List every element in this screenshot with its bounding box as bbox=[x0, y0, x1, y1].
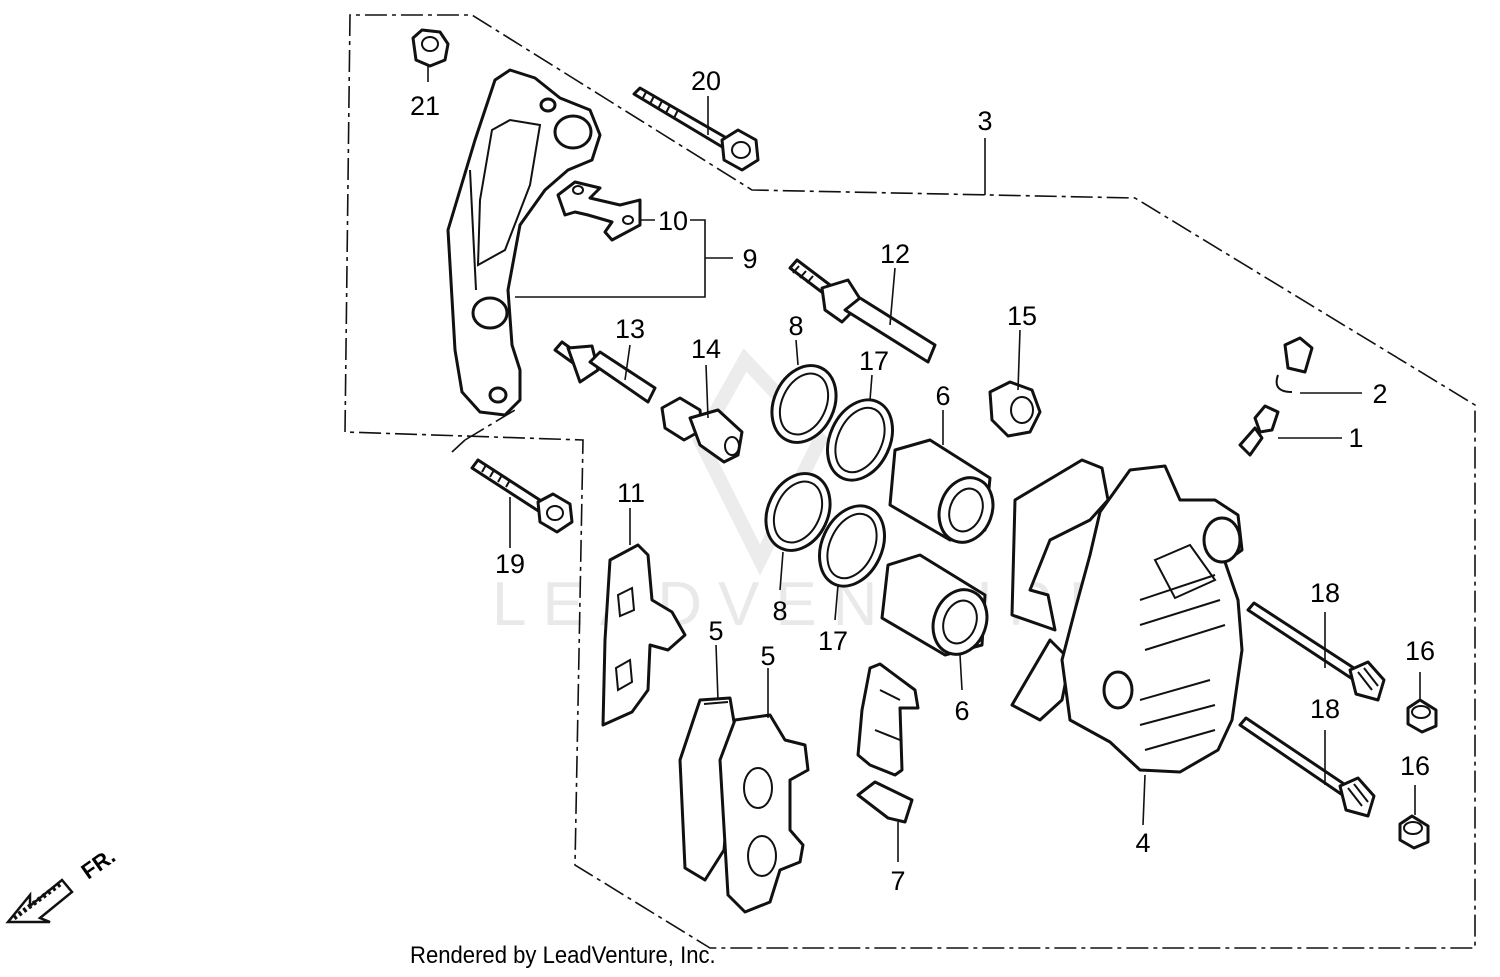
callout-16-upper: 16 bbox=[1405, 636, 1435, 666]
part-1-bleeder bbox=[1238, 404, 1342, 457]
part-19-bolt bbox=[470, 458, 574, 548]
part-2-cap bbox=[1275, 336, 1362, 394]
callout-10: 10 bbox=[658, 206, 688, 236]
callout-12: 12 bbox=[880, 239, 910, 269]
callout-15: 15 bbox=[1007, 301, 1037, 331]
callout-18-upper: 18 bbox=[1310, 578, 1340, 608]
callout-4: 4 bbox=[1135, 828, 1150, 858]
part-6-piston-upper bbox=[888, 410, 995, 544]
front-marker-text: FR. bbox=[77, 843, 120, 884]
part-16-plug-lower bbox=[1398, 785, 1430, 850]
callout-3: 3 bbox=[977, 106, 992, 136]
part-18-pin-upper bbox=[1246, 601, 1386, 702]
callout-17-upper: 17 bbox=[859, 346, 889, 376]
part-16-plug-upper bbox=[1406, 672, 1438, 734]
part-5-pad-front bbox=[718, 668, 810, 914]
callout-11: 11 bbox=[617, 478, 645, 508]
callout-14: 14 bbox=[691, 334, 721, 364]
part-8-seal-lower bbox=[764, 472, 832, 591]
part-15-cap bbox=[988, 329, 1042, 438]
callout-5-front: 5 bbox=[760, 641, 775, 671]
callout-6-lower: 6 bbox=[954, 696, 969, 726]
part-8-seal-upper bbox=[770, 339, 838, 444]
part-14-bolt bbox=[660, 364, 744, 464]
callout-18-lower: 18 bbox=[1310, 694, 1340, 724]
leader-lines bbox=[515, 138, 986, 298]
part-21-nut bbox=[411, 28, 450, 82]
part-9-caliper-bracket bbox=[446, 68, 602, 417]
callout-19: 19 bbox=[495, 549, 525, 579]
callout-13: 13 bbox=[615, 314, 645, 344]
part-10-pad-spring bbox=[556, 180, 642, 242]
callout-21: 21 bbox=[410, 91, 440, 121]
front-direction-arrow: FR. bbox=[5, 843, 120, 924]
part-20-bolt bbox=[632, 86, 760, 172]
callout-9: 9 bbox=[742, 244, 757, 274]
part-6-piston-lower bbox=[880, 553, 989, 691]
part-7-pad-spring bbox=[856, 662, 920, 862]
callout-labels: 1 2 3 4 5 5 6 6 7 8 8 9 10 11 12 13 14 1… bbox=[410, 66, 1435, 896]
part-5-pad-rear bbox=[678, 644, 737, 882]
watermark-text: LEADVENTURE bbox=[492, 570, 1126, 639]
callout-7: 7 bbox=[890, 866, 905, 896]
part-12-slide-pin bbox=[788, 258, 937, 364]
part-18-pin-lower bbox=[1238, 716, 1376, 818]
callout-8-upper: 8 bbox=[788, 311, 803, 341]
callout-17-lower: 17 bbox=[818, 626, 848, 656]
part-17-seal-upper bbox=[826, 374, 894, 482]
callout-8-lower: 8 bbox=[772, 596, 787, 626]
callout-6-upper: 6 bbox=[935, 381, 950, 411]
part-17-seal-lower bbox=[818, 504, 886, 621]
callout-5-rear: 5 bbox=[708, 616, 723, 646]
callout-16-lower: 16 bbox=[1400, 751, 1430, 781]
callout-1: 1 bbox=[1348, 423, 1363, 453]
callout-2: 2 bbox=[1372, 379, 1387, 409]
credit-text: Rendered by LeadVenture, Inc. bbox=[410, 942, 716, 969]
part-11-shim bbox=[601, 508, 687, 727]
part-13-slide-pin bbox=[553, 340, 657, 404]
part-4-caliper-body bbox=[1010, 458, 1244, 826]
callout-20: 20 bbox=[691, 66, 721, 96]
